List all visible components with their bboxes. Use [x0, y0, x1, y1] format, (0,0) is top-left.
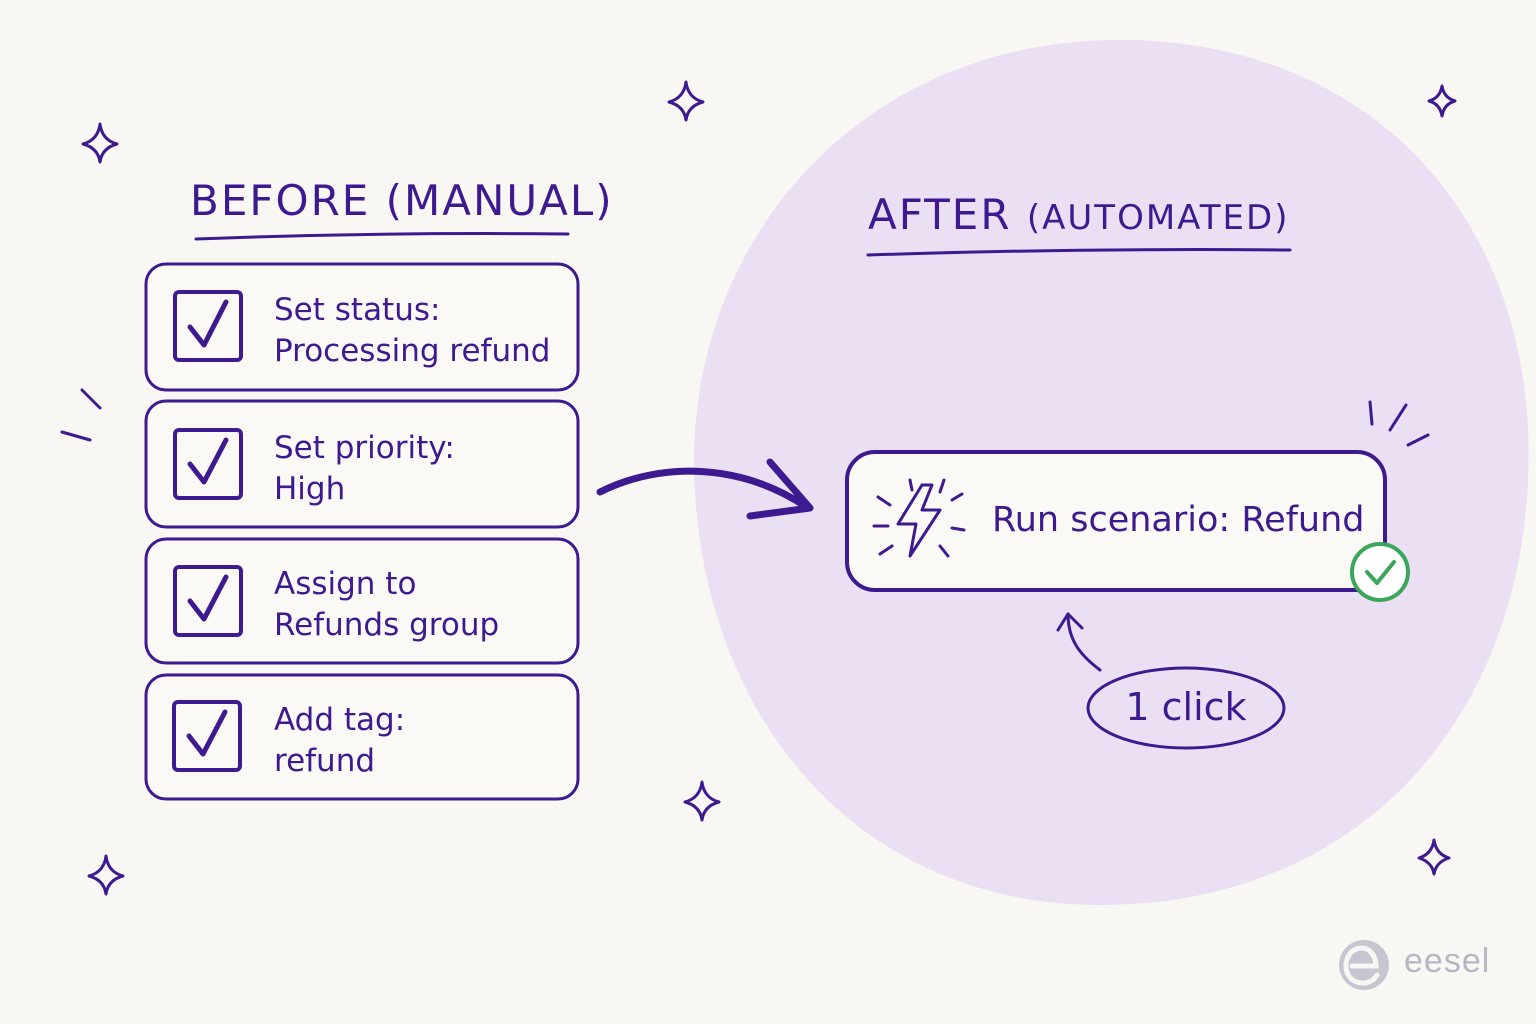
sparkle-icon: [667, 80, 705, 122]
task-line-2: refund: [274, 743, 376, 779]
emphasis-marks-left: [60, 388, 102, 442]
task-card-1: [144, 262, 580, 392]
sparkle-icon: [87, 854, 125, 896]
transition-arrow-icon: [596, 458, 814, 520]
task-line-2: High: [274, 471, 346, 507]
click-pointer-arrow-icon: [1056, 612, 1102, 672]
task-label-3: Assign to Refunds group: [274, 564, 499, 646]
click-count-label: 1 click: [1125, 685, 1247, 729]
task-card-2: [144, 399, 580, 529]
before-heading: BEFORE (MANUAL): [190, 176, 614, 225]
lightning-icon: [872, 478, 966, 558]
task-card-3: [144, 537, 580, 665]
sparkle-icon: [1417, 838, 1451, 876]
task-line-2: Processing refund: [274, 333, 551, 369]
run-scenario-button[interactable]: Run scenario: Refund: [992, 500, 1365, 540]
checkbox-icon: [173, 565, 243, 637]
sparkle-icon: [1427, 84, 1457, 118]
checkmark-icon: [186, 709, 228, 757]
after-heading-sub: (AUTOMATED): [1026, 198, 1290, 238]
checkbox-icon: [173, 290, 243, 362]
click-count-ellipse: [1086, 666, 1286, 750]
eesel-logo-icon: [1339, 940, 1389, 990]
scenario-button-frame: [845, 450, 1387, 592]
checkmark-icon: [187, 574, 229, 622]
task-line-1: Set priority:: [274, 430, 455, 466]
task-label-4: Add tag: refund: [274, 700, 405, 782]
task-label-2: Set priority: High: [274, 428, 455, 510]
task-line-1: Assign to: [274, 566, 417, 602]
task-line-2: Refunds group: [274, 607, 500, 643]
after-heading-underline: [866, 248, 1292, 257]
after-heading: AFTER (AUTOMATED): [868, 190, 1289, 239]
checkbox-icon: [173, 428, 243, 500]
checkbox-icon: [172, 700, 242, 772]
eesel-logo-text: eesel: [1404, 942, 1491, 980]
emphasis-marks-right: [1368, 400, 1430, 447]
checkmark-icon: [187, 299, 229, 348]
task-line-1: Add tag:: [274, 702, 406, 738]
task-line-1: Set status:: [274, 292, 441, 328]
sparkle-icon: [81, 122, 119, 164]
sparkle-icons: [81, 80, 1457, 896]
task-card-4: [144, 673, 580, 801]
sparkle-icon: [683, 780, 721, 822]
success-check-icon: [1350, 542, 1410, 602]
after-heading-main: AFTER: [868, 190, 1012, 239]
task-label-1: Set status: Processing refund: [274, 290, 550, 372]
before-heading-underline: [194, 232, 570, 241]
checkmark-icon: [187, 437, 229, 485]
